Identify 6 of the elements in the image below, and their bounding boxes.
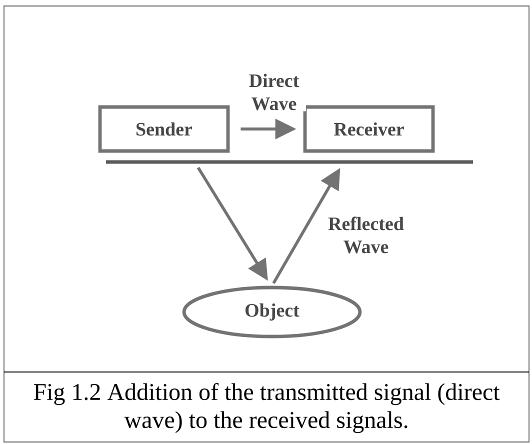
ellipse-node: Object (182, 286, 362, 338)
process-box: Sender (98, 105, 230, 153)
edge-label: Reflected Wave (319, 216, 413, 254)
edge-label: Direct Wave (242, 72, 306, 112)
caption: Fig 1.2 Addition of the transmitted signal (direct wave) to the received signals. (34, 382, 500, 434)
process-box: Receiver (303, 105, 435, 153)
